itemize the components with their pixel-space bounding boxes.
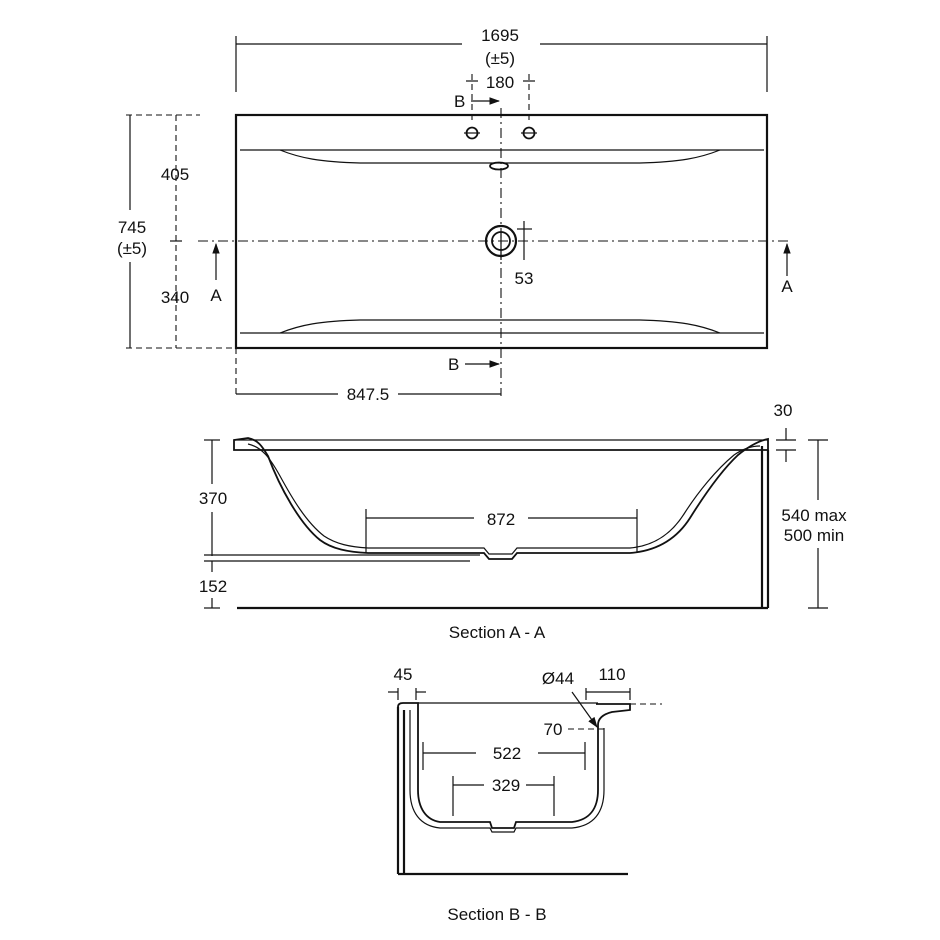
front-basin-edge — [279, 319, 721, 334]
back-to-centre-label: 405 — [161, 165, 189, 184]
section-bb-inner-profile — [409, 710, 605, 833]
floor-length-dimension: 872 — [365, 509, 638, 553]
section-aa-outer-profile — [233, 437, 769, 560]
section-a-marker-left: A — [210, 242, 222, 305]
front-to-centre-label: 340 — [161, 288, 189, 307]
rim-right-label: 110 — [598, 665, 625, 684]
top-width-label: 522 — [493, 744, 521, 763]
height-max-label: 540 max — [781, 506, 847, 525]
depth-dimension: 370 — [199, 439, 234, 556]
tap-hole-right — [521, 126, 537, 140]
top-width-dimension: 522 — [422, 742, 586, 770]
section-aa-inner-profile — [247, 443, 761, 555]
rim-left-label: 45 — [394, 665, 413, 684]
bottom-width-dimension: 329 — [452, 776, 555, 816]
width-label: 745 — [118, 218, 146, 237]
section-b-marker-top: B — [454, 92, 501, 111]
section-bb: 45 Ø44 110 70 522 — [388, 665, 662, 924]
length-dimension: 1695 (±5) — [235, 26, 768, 92]
width-tolerance: (±5) — [117, 239, 147, 258]
rim-right-dimension: 110 — [585, 665, 662, 705]
half-length-label: 847.5 — [347, 385, 390, 404]
depth-label: 370 — [199, 489, 227, 508]
tap-drop-label: 70 — [544, 720, 563, 739]
section-a-right-label: A — [781, 277, 793, 296]
width-dimension: 745 (±5) — [117, 114, 232, 349]
waste-diameter-label: Ø44 — [542, 669, 574, 688]
waste-outlet: 53 — [484, 221, 534, 288]
back-basin-edge — [279, 149, 721, 164]
bottom-width-label: 329 — [492, 776, 520, 795]
section-b-bottom-label: B — [448, 355, 459, 374]
rim-thickness-dimension: 30 — [774, 401, 796, 462]
waste-offset-label: 53 — [515, 269, 534, 288]
length-label: 1695 — [481, 26, 519, 45]
tap-spacing-label: 180 — [486, 73, 514, 92]
tap-drop-dimension: 70 — [544, 720, 604, 739]
section-bb-outer-profile — [397, 702, 631, 829]
section-aa-title: Section A - A — [449, 623, 546, 642]
rim-left-dimension: 45 — [388, 665, 426, 700]
tap-hole-left — [464, 126, 480, 140]
rim-thickness-label: 30 — [774, 401, 793, 420]
overall-height-dimension: 540 max 500 min — [781, 439, 847, 609]
length-tolerance: (±5) — [485, 49, 515, 68]
waste-diameter-dimension: Ø44 — [542, 669, 598, 728]
half-length-dimension: 847.5 — [235, 348, 501, 404]
plan-view: 1695 (±5) 180 B — [117, 26, 793, 404]
floor-length-label: 872 — [487, 510, 515, 529]
centre-distance-dimension: 405 340 — [161, 115, 189, 348]
section-aa: 370 152 872 30 — [199, 401, 847, 642]
section-bb-title: Section B - B — [447, 905, 546, 924]
section-a-left-label: A — [210, 286, 222, 305]
section-b-top-label: B — [454, 92, 465, 111]
height-min-label: 500 min — [784, 526, 844, 545]
feet-height-dimension: 152 — [199, 560, 234, 609]
overflow-outlet — [489, 161, 509, 171]
feet-height-label: 152 — [199, 577, 227, 596]
section-a-marker-right: A — [781, 242, 793, 296]
section-b-marker-bottom: B — [448, 355, 501, 374]
